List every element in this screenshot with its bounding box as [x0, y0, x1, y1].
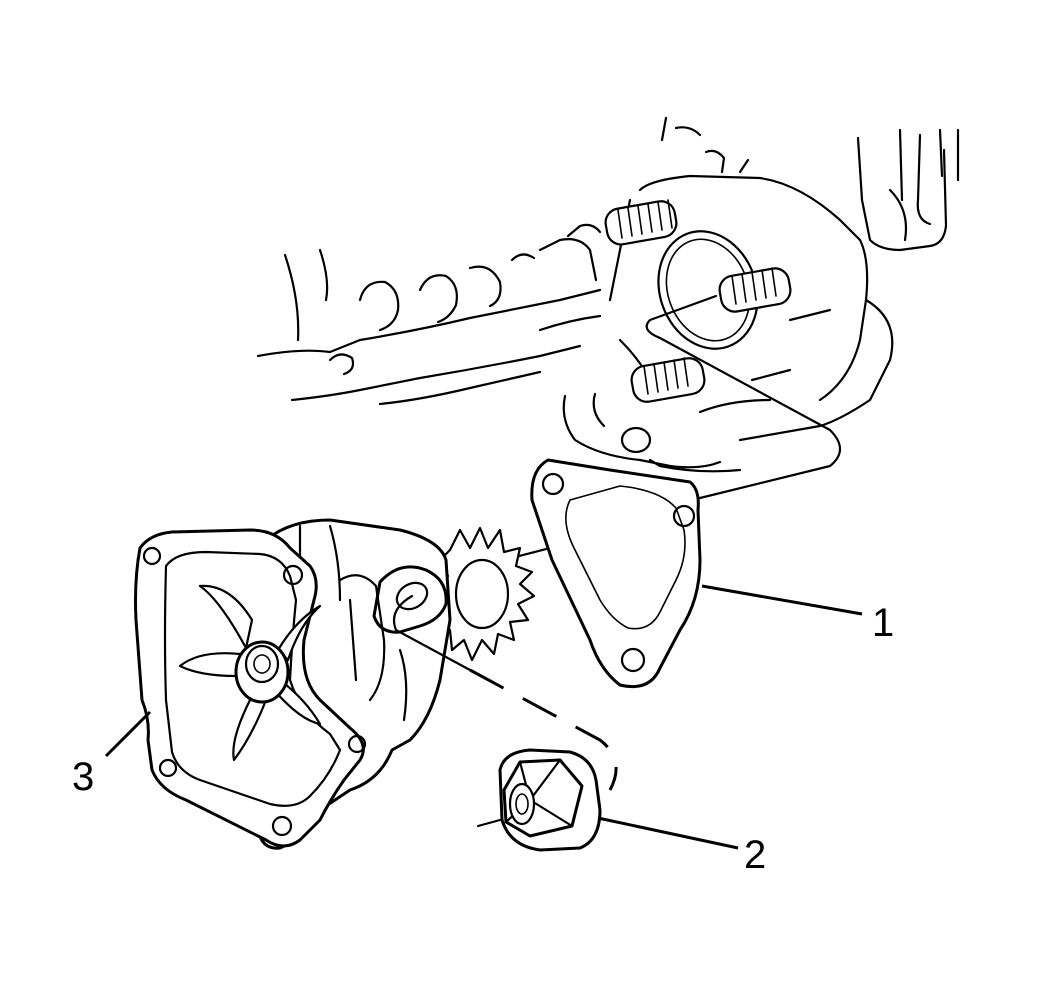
callout-1: 1	[701, 584, 894, 645]
gasket	[530, 458, 702, 689]
water-pump	[134, 518, 536, 850]
callout-label-1: 1	[872, 601, 894, 645]
callout-label-3: 3	[72, 755, 94, 799]
nut	[498, 748, 602, 852]
stud-upper	[604, 199, 678, 246]
callout-3: 3	[72, 710, 152, 799]
alignment-line-upper	[645, 294, 842, 500]
alignment-dash-nut-front	[476, 818, 502, 828]
stud-lower	[630, 357, 706, 403]
callout-2: 2	[597, 816, 766, 877]
alignment-line-nut	[392, 594, 472, 672]
alignment-dash-nut	[469, 668, 618, 791]
stud-middle	[718, 267, 792, 313]
callout-label-2: 2	[744, 833, 766, 877]
engine-block	[256, 116, 960, 473]
pump-impeller	[178, 584, 322, 762]
